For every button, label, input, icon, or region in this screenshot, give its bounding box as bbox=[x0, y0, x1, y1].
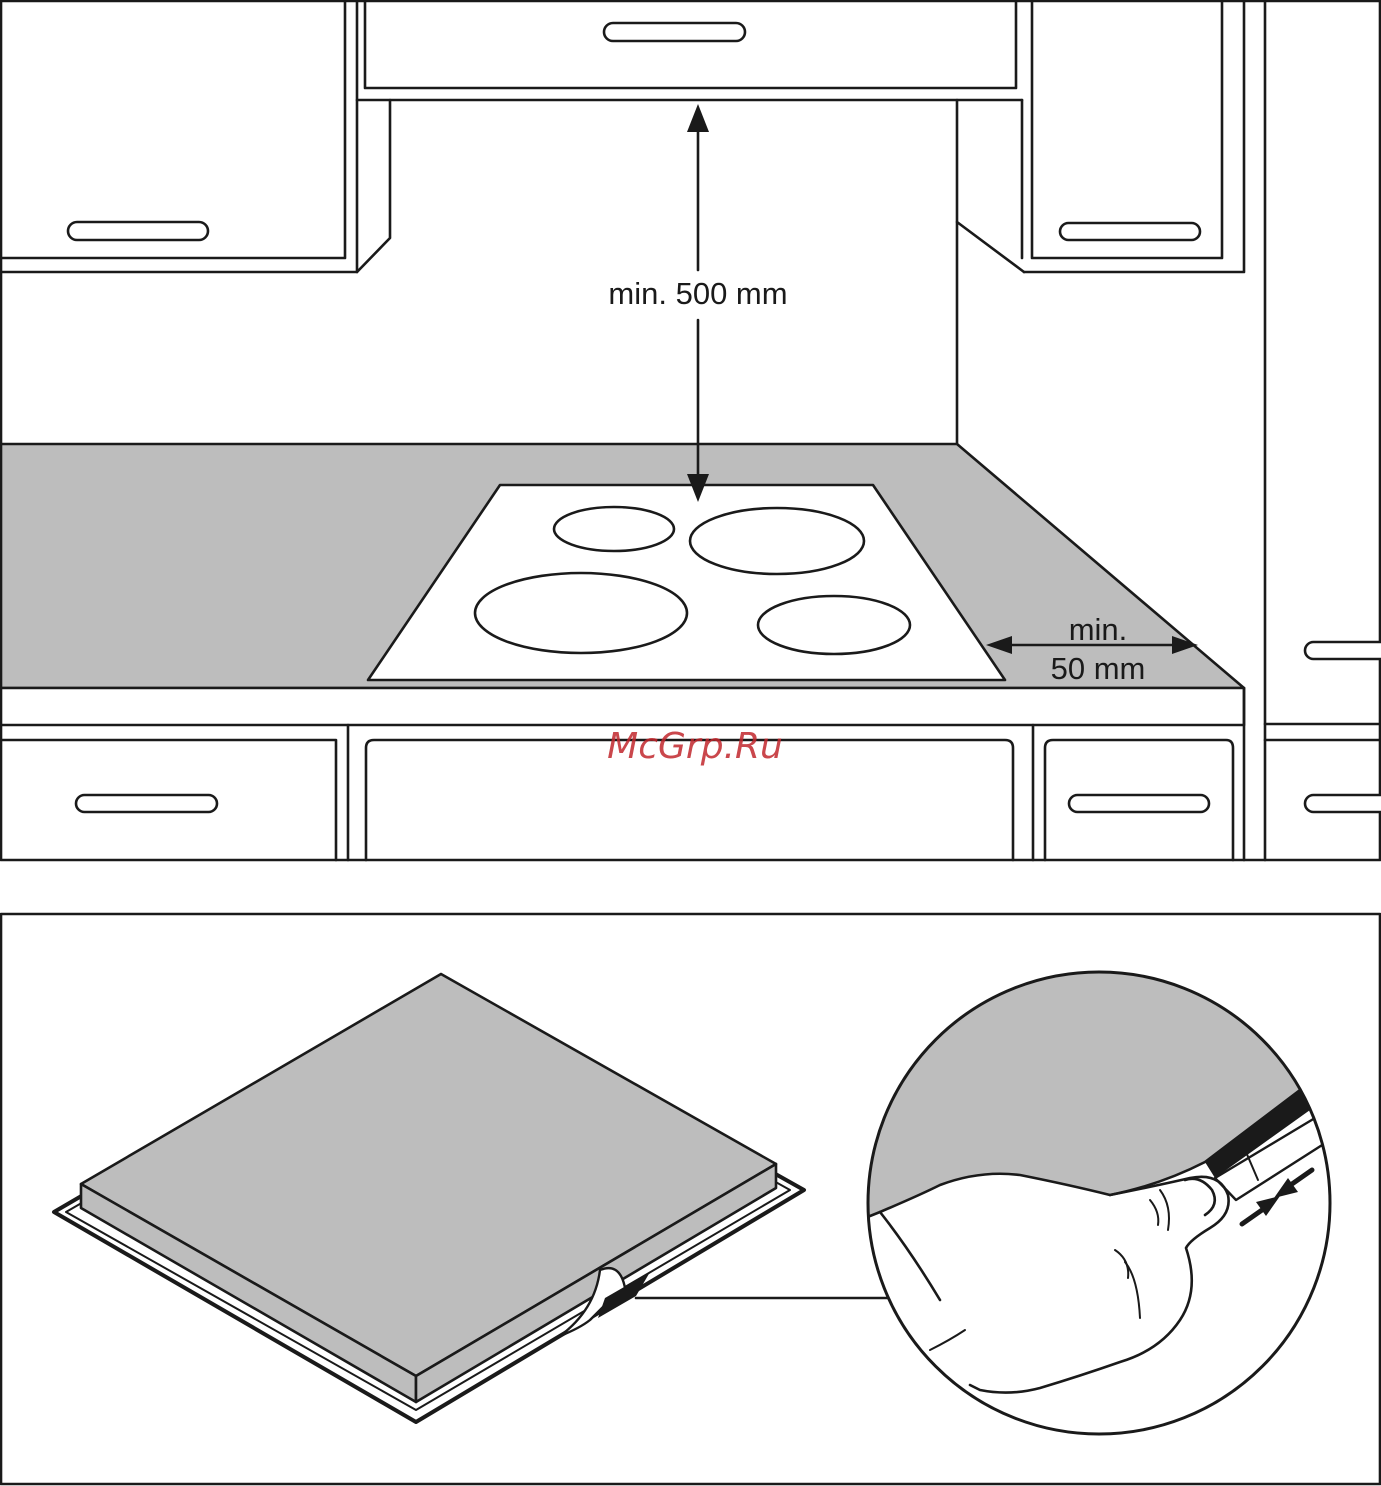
side-clearance-label-line2: 50 mm bbox=[1051, 651, 1146, 686]
hood-handle bbox=[604, 23, 745, 41]
cooking-zone bbox=[554, 507, 674, 551]
hob-top-surface bbox=[81, 974, 776, 1376]
upper-cabinet-left bbox=[1, 1, 357, 272]
kitchen-clearance-figure: min. 500 mm min. 50 mm McGrp.Ru bbox=[1, 1, 1381, 860]
seal-tape-figure bbox=[1, 914, 1380, 1484]
tall-cabinet bbox=[1265, 1, 1381, 860]
cooking-zone bbox=[475, 573, 687, 653]
hood-cabinet bbox=[357, 1, 1022, 272]
upper-cabinet-right bbox=[957, 1, 1244, 272]
cabinet-handle bbox=[1069, 795, 1209, 812]
cabinet-handle bbox=[76, 795, 217, 812]
vertical-clearance-arrow: min. 500 mm bbox=[608, 104, 787, 502]
hob-slab bbox=[81, 974, 776, 1402]
cabinet-handle bbox=[1060, 223, 1200, 240]
cooking-zone bbox=[690, 508, 864, 574]
vertical-clearance-label: min. 500 mm bbox=[608, 276, 787, 311]
side-clearance-label-line1: min. bbox=[1069, 612, 1128, 647]
cabinet-handle bbox=[68, 222, 208, 240]
cabinet-handle bbox=[1305, 642, 1381, 659]
peeling-tape bbox=[560, 1268, 888, 1336]
magnified-detail bbox=[860, 960, 1330, 1434]
countertop-front-edge bbox=[1, 688, 1244, 725]
watermark: McGrp.Ru bbox=[607, 726, 783, 767]
cooking-zone bbox=[758, 596, 910, 654]
cabinet-handle bbox=[1305, 795, 1381, 812]
